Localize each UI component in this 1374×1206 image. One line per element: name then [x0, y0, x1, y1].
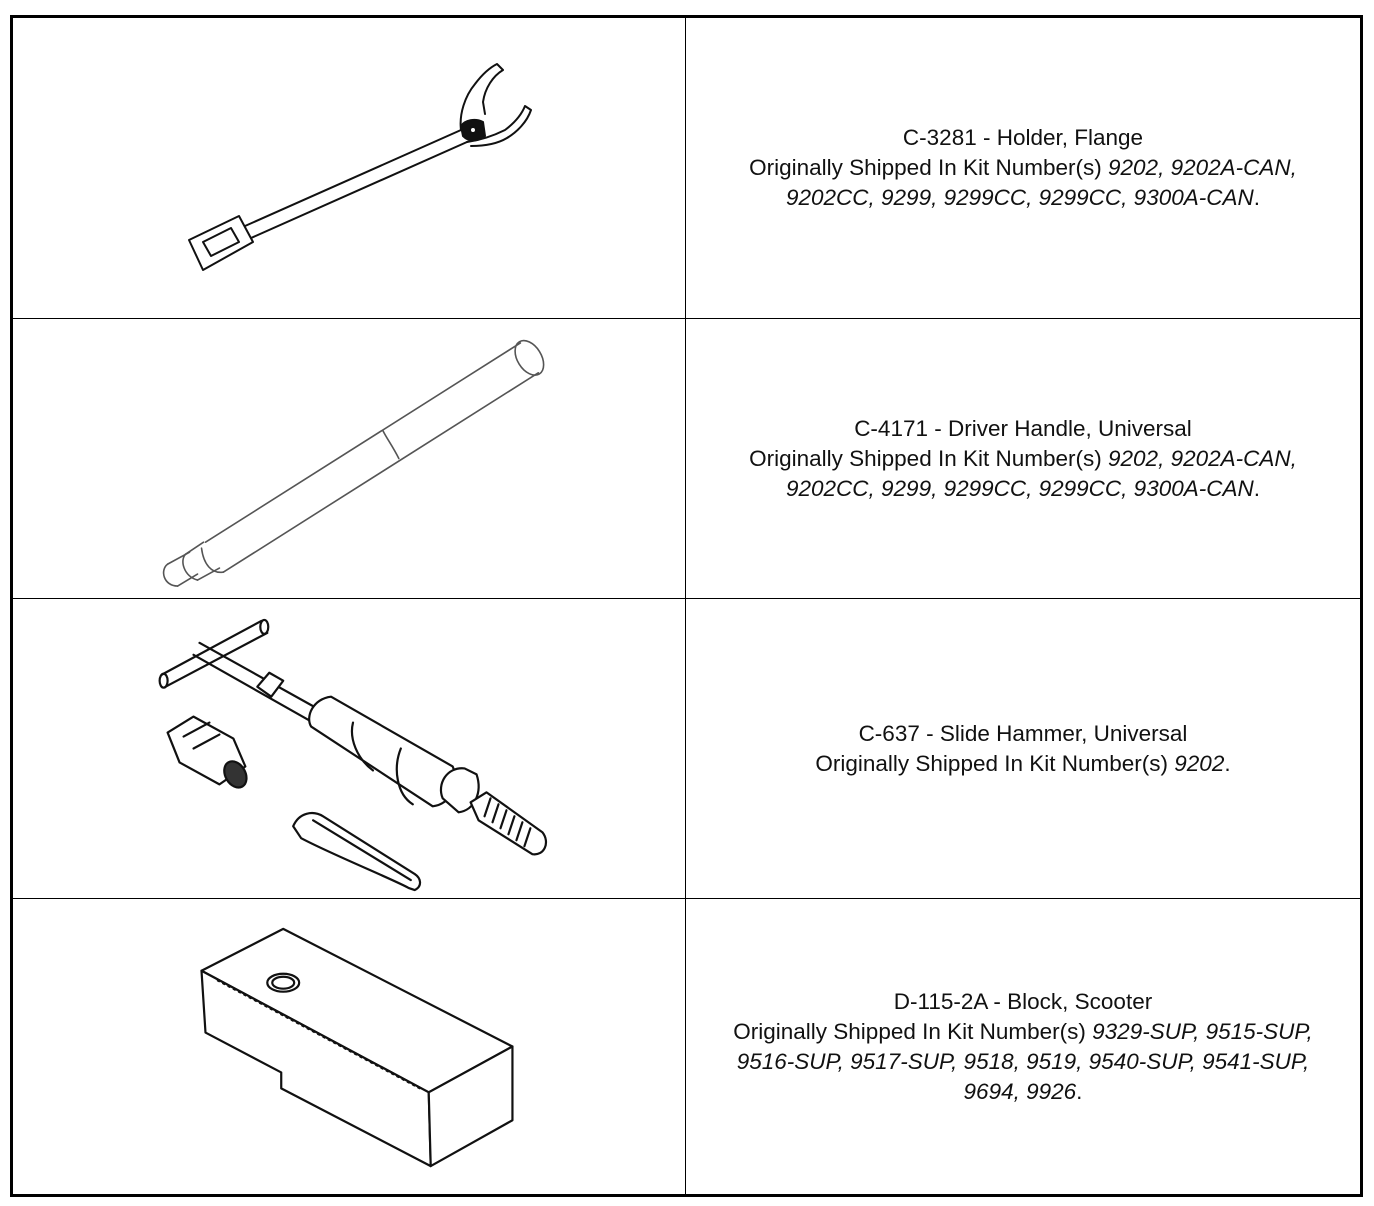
flange-holder-drawing-icon [188, 63, 532, 271]
kit-numbers: 9202CC, 9299, 9299CC, 9299CC, 9300A-CAN [785, 185, 1254, 210]
tool-image-cell [13, 599, 686, 898]
driver-handle-drawing-icon [162, 339, 545, 587]
kit-numbers: 9202CC, 9299, 9299CC, 9299CC, 9300A-CAN [785, 475, 1254, 501]
tool-text-cell: C-4171 - Driver Handle, Universal Origin… [749, 415, 1297, 501]
tool-image-cell [13, 319, 686, 598]
tool-title: C-4171 - Driver Handle, Universal [854, 415, 1192, 441]
tool-text-cell: C-637 - Slide Hammer, Universal Original… [815, 720, 1231, 776]
tool-text-cell: D-115-2A - Block, Scooter Originally Shi… [733, 988, 1313, 1104]
tool-image-cell [13, 18, 686, 318]
tool-image-cell [13, 899, 686, 1194]
kit-numbers: 9694, 9926 [963, 1078, 1077, 1104]
table-row: C-4171 - Driver Handle, Universal Origin… [13, 318, 1360, 598]
tool-title: D-115-2A - Block, Scooter [893, 988, 1153, 1014]
kit-numbers: 9202 [1174, 750, 1225, 776]
table-row: C-3281 - Holder, Flange Originally Shipp… [13, 18, 1360, 318]
kit-numbers: 9202, 9202A-CAN, [1108, 445, 1297, 471]
kit-prefix: Originally Shipped In Kit Number(s) [749, 155, 1102, 180]
kit-prefix: Originally Shipped In Kit Number(s) [733, 1018, 1086, 1044]
table-row: D-115-2A - Block, Scooter Originally Shi… [13, 898, 1360, 1194]
kit-numbers: 9516-SUP, 9517-SUP, 9518, 9519, 9540-SUP… [736, 1048, 1310, 1074]
table-row: C-637 - Slide Hammer, Universal Original… [13, 598, 1360, 898]
scooter-block-drawing-icon [200, 927, 514, 1168]
tool-title: C-637 - Slide Hammer, Universal [858, 720, 1188, 746]
kit-prefix: Originally Shipped In Kit Number(s) [749, 445, 1102, 471]
kit-numbers: 9329-SUP, 9515-SUP, [1092, 1018, 1313, 1044]
tool-table: C-3281 - Holder, Flange Originally Shipp… [10, 15, 1363, 1197]
tool-title: C-3281 - Holder, Flange [902, 125, 1144, 150]
kit-prefix: Originally Shipped In Kit Number(s) [815, 750, 1169, 776]
tool-text-cell: C-3281 - Holder, Flange Originally Shipp… [749, 125, 1297, 210]
kit-numbers: 9202, 9202A-CAN, [1108, 155, 1297, 180]
slide-hammer-drawing-icon [158, 618, 547, 892]
